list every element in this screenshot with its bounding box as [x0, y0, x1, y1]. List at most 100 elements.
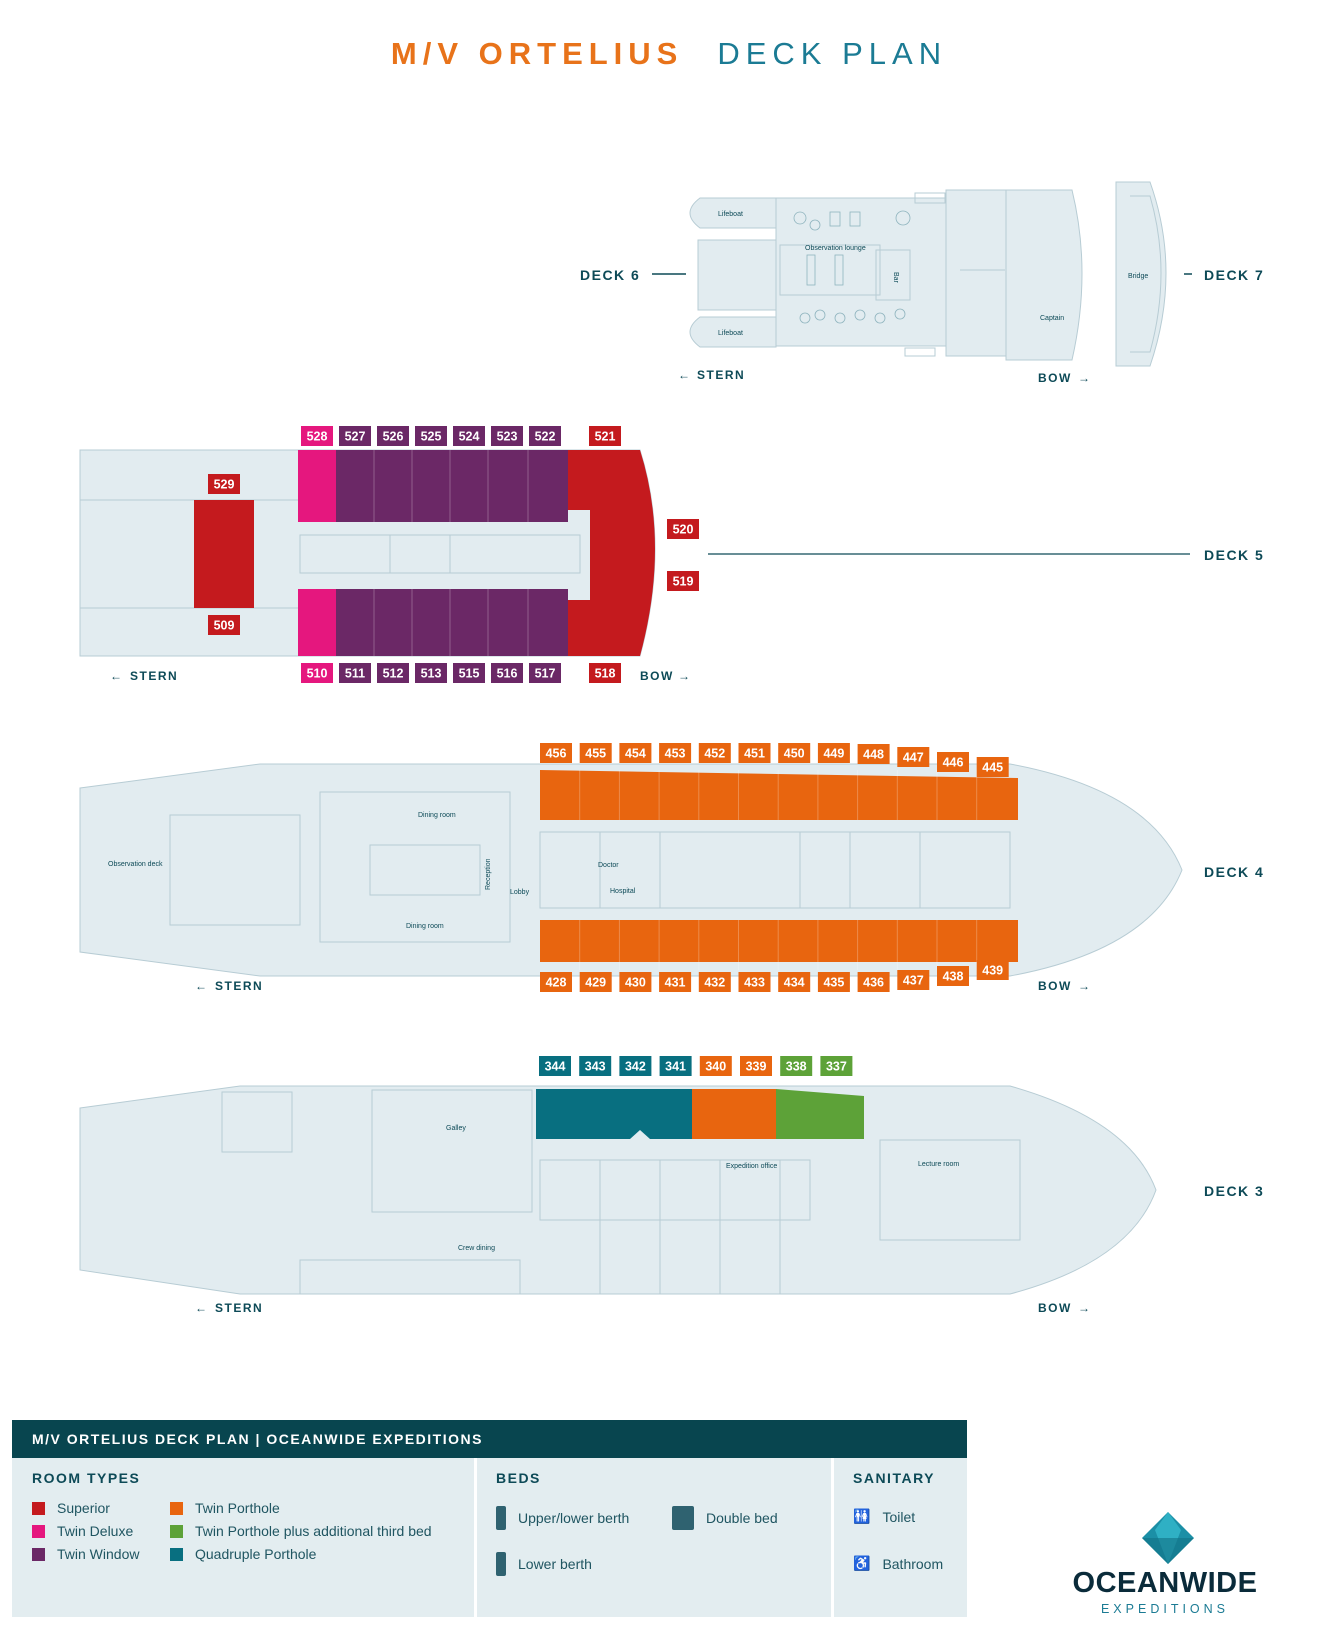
room-lobby: Lobby [510, 889, 530, 896]
cabin-badge-bg [857, 972, 890, 992]
cabin-449[interactable]: 449 [817, 743, 850, 763]
cabin-badge-bg [817, 743, 850, 763]
cabin-number: 445 [982, 761, 1003, 775]
cabin-433[interactable]: 433 [738, 972, 771, 992]
deck-5-cabin-blocks [194, 450, 655, 656]
cabin-badge-bg [778, 972, 811, 992]
cabin-439[interactable]: 439 [976, 960, 1009, 980]
cabin-456[interactable]: 456 [540, 743, 572, 763]
legend-label: Twin Porthole plus additional third bed [195, 1523, 432, 1539]
legend-divider [831, 1458, 834, 1617]
arrow-right-icon: → [678, 669, 692, 683]
cabin-454[interactable]: 454 [619, 743, 652, 763]
label-deck-7: DECK 7 [1204, 267, 1264, 283]
cabin-431[interactable]: 431 [659, 972, 692, 992]
cabin-340[interactable]: 340 [699, 1056, 732, 1076]
cabin-342[interactable]: 342 [619, 1056, 652, 1076]
cabin-521[interactable]: 521 [589, 426, 621, 446]
cabin-527[interactable]: 527 [339, 426, 371, 446]
cabin-badge-bg [937, 966, 969, 986]
cabin-339[interactable]: 339 [740, 1056, 772, 1076]
cabin-524[interactable]: 524 [453, 426, 485, 446]
cabin-343[interactable]: 343 [579, 1056, 612, 1076]
cabin-529[interactable]: 529 [208, 474, 240, 494]
cabin-523[interactable]: 523 [491, 426, 523, 446]
cabin-438[interactable]: 438 [937, 966, 969, 986]
cabin-badge-bg [937, 752, 969, 772]
cabin-337[interactable]: 337 [820, 1056, 853, 1076]
cabin-452[interactable]: 452 [698, 743, 731, 763]
cabin-number: 338 [786, 1060, 807, 1074]
cabin-451[interactable]: 451 [738, 743, 771, 763]
cabin-number: 342 [625, 1060, 646, 1074]
cabin-429[interactable]: 429 [579, 972, 612, 992]
cabin-512[interactable]: 512 [377, 663, 409, 683]
cabin-515[interactable]: 515 [453, 663, 485, 683]
cabin-number: 516 [497, 667, 518, 681]
cabin-badge-bg [589, 663, 621, 683]
legend-label: Superior [57, 1500, 110, 1516]
cabin-number: 454 [625, 747, 646, 761]
cabin-455[interactable]: 455 [579, 743, 612, 763]
cabin-450[interactable]: 450 [778, 743, 811, 763]
deck4-bow-label: BOW [1038, 979, 1072, 993]
title-ship: M/V ORTELIUS [390, 36, 684, 71]
shower-icon: ♿ [853, 1555, 871, 1571]
cabin-510[interactable]: 510 [301, 663, 333, 683]
cabin-badge-bg [539, 1056, 571, 1076]
cabin-430[interactable]: 430 [619, 972, 652, 992]
cabin-448[interactable]: 448 [857, 744, 890, 764]
cabin-432[interactable]: 432 [698, 972, 731, 992]
cabin-badge-bg [619, 972, 652, 992]
cabin-445[interactable]: 445 [976, 757, 1009, 777]
room-lifeboat-top: Lifeboat [718, 211, 743, 218]
legend-item-bathroom: ♿ Bathroom [853, 1555, 943, 1572]
room-expedition-office: Expedition office [726, 1163, 777, 1170]
cabin-511[interactable]: 511 [339, 663, 371, 683]
cabin-338[interactable]: 338 [780, 1056, 813, 1076]
cabin-513[interactable]: 513 [415, 663, 447, 683]
cabin-436[interactable]: 436 [857, 972, 890, 992]
cabin-428[interactable]: 428 [540, 972, 572, 992]
room-dining-bottom: Dining room [406, 923, 444, 930]
cabin-number: 435 [823, 976, 844, 990]
cabin-434[interactable]: 434 [778, 972, 811, 992]
legend-item-lower: Lower berth [496, 1552, 592, 1576]
cabin-526[interactable]: 526 [377, 426, 409, 446]
cabin-518[interactable]: 518 [589, 663, 621, 683]
cabin-number: 453 [665, 747, 686, 761]
cabin-number: 529 [214, 478, 235, 492]
cabin-516[interactable]: 516 [491, 663, 523, 683]
cabin-badge-bg [667, 571, 699, 591]
cabin-number: 447 [903, 751, 924, 765]
cabin-number: 429 [585, 976, 606, 990]
cabin-badge-bg [817, 972, 850, 992]
cabin-517[interactable]: 517 [529, 663, 561, 683]
cabin-522[interactable]: 522 [529, 426, 561, 446]
deck-3-cabin-blocks [536, 1089, 864, 1139]
legend-item-upper-lower: Upper/lower berth [496, 1506, 629, 1530]
cabin-519[interactable]: 519 [667, 571, 699, 591]
cabin-344[interactable]: 344 [539, 1056, 571, 1076]
cabin-446[interactable]: 446 [937, 752, 969, 772]
cabin-509[interactable]: 509 [208, 615, 240, 635]
cabin-437[interactable]: 437 [897, 970, 930, 990]
cabin-528[interactable]: 528 [301, 426, 333, 446]
cabin-525[interactable]: 525 [415, 426, 447, 446]
cabin-453[interactable]: 453 [659, 743, 692, 763]
cabin-435[interactable]: 435 [817, 972, 850, 992]
cabin-341[interactable]: 341 [659, 1056, 692, 1076]
cabin-badge-bg [208, 615, 240, 635]
room-doctor: Doctor [598, 862, 619, 869]
room-galley: Galley [446, 1125, 466, 1132]
cabin-520[interactable]: 520 [667, 519, 699, 539]
title-plan: DECK PLAN [717, 36, 948, 71]
cabin-447[interactable]: 447 [897, 747, 930, 767]
cabin-badge-bg [897, 970, 930, 990]
arrow-right-icon: → [1078, 371, 1092, 385]
legend-item-toilet: 🚻 Toilet [853, 1508, 915, 1525]
cabin-number: 337 [826, 1060, 847, 1074]
label-deck-5: DECK 5 [1204, 547, 1264, 563]
cabin-number: 526 [383, 430, 404, 444]
lifeboat-bottom [689, 316, 777, 348]
